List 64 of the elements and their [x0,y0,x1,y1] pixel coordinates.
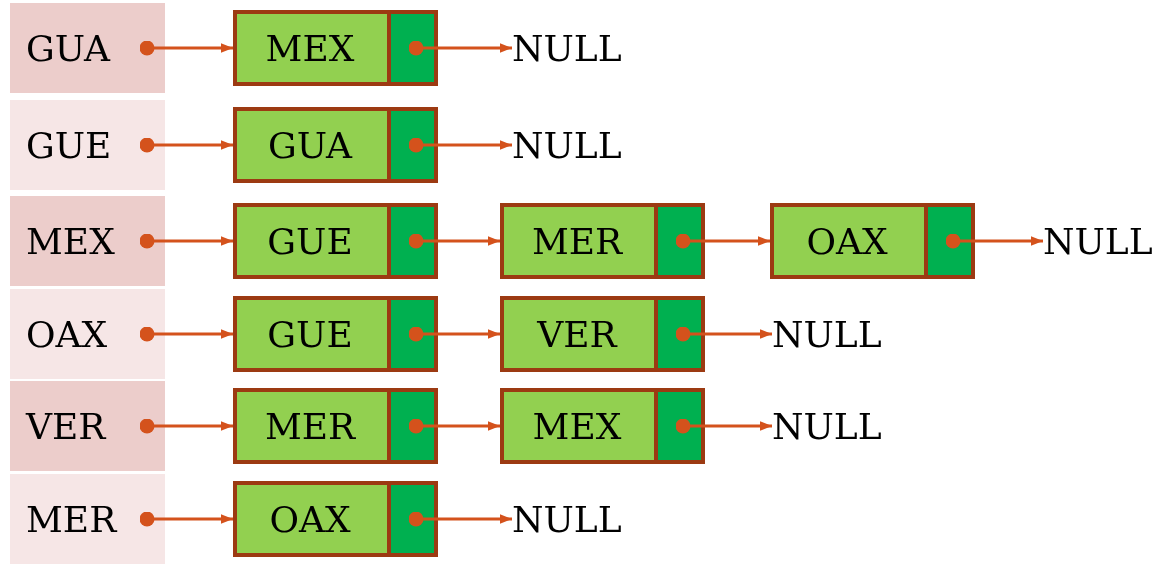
pointer-arrow [408,511,512,527]
pointer-arrow [675,233,770,249]
list-node [233,388,438,464]
pointer-arrow [408,418,500,434]
list-node [500,203,705,279]
pointer-arrow [675,418,772,434]
pointer-arrow [139,137,233,153]
key-cell [10,289,165,379]
pointer-arrow [408,326,500,342]
node-label: GUE [267,313,353,355]
node-label: OAX [26,313,108,355]
key-cell [10,196,165,286]
node-label: OAX [269,498,351,540]
node-label: MEX [26,220,115,262]
pointer-field [654,207,701,275]
list-node [233,296,438,372]
pointer-field [387,111,434,179]
pointer-field [654,300,701,368]
pointer-arrow [139,418,233,434]
node-label: MER [531,220,623,262]
node-label: GUE [267,220,353,262]
node-label: MER [26,498,117,540]
node-label: GUA [268,124,352,166]
list-node [770,203,975,279]
list-node [233,481,438,557]
list-node [233,203,438,279]
pointer-arrow [408,40,512,56]
pointer-field [654,392,701,460]
null-label: NULL [772,405,882,447]
node-label: MEX [532,405,622,447]
pointer-field [387,485,434,553]
pointer-arrow [408,233,500,249]
pointer-arrow [139,233,233,249]
pointer-field [387,14,434,82]
null-label: NULL [772,313,882,355]
null-label: NULL [1043,220,1153,262]
pointer-arrow [139,511,233,527]
list-node [233,10,438,86]
pointer-arrow [945,233,1043,249]
node-label: VER [537,313,617,355]
key-cell [10,3,165,93]
key-cell [10,100,165,190]
list-node [500,388,705,464]
key-cell [10,381,165,471]
null-label: NULL [512,124,622,166]
node-label: MEX [265,27,355,69]
pointer-arrow [139,40,233,56]
pointer-field [387,300,434,368]
pointer-arrow [139,326,233,342]
pointer-arrow [408,137,512,153]
node-label: GUA [26,27,110,69]
list-node [500,296,705,372]
node-label: MER [264,405,356,447]
node-label: VER [26,405,106,447]
null-label: NULL [512,27,622,69]
key-cell [10,474,165,564]
node-label: GUE [26,124,112,166]
null-label: NULL [512,498,622,540]
pointer-field [387,207,434,275]
node-label: OAX [806,220,888,262]
pointer-field [924,207,971,275]
list-node [233,107,438,183]
pointer-arrow [675,326,772,342]
pointer-field [387,392,434,460]
